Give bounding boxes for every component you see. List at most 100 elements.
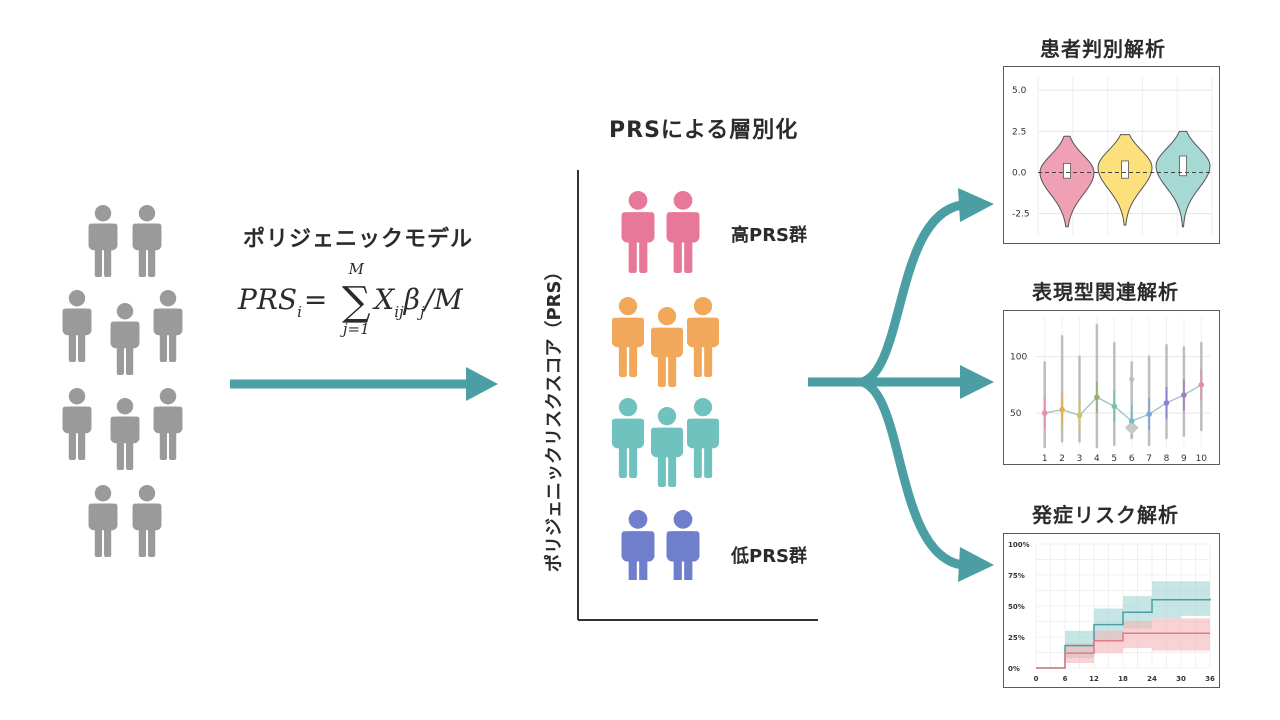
violin-shape xyxy=(1155,130,1211,228)
population-person-icon xyxy=(132,205,162,277)
x-tick-label: 6 xyxy=(1129,454,1135,463)
y-tick-label: 100% xyxy=(1008,541,1030,549)
model-arrow-head xyxy=(466,367,498,401)
population-person-icon xyxy=(62,290,92,362)
x-tick-label: 12 xyxy=(1089,675,1099,683)
x-tick-label: 24 xyxy=(1147,675,1157,683)
high-prs-label: 高PRS群 xyxy=(731,225,808,246)
population-person-icon xyxy=(88,205,118,277)
x-tick-label: 1 xyxy=(1042,454,1048,463)
mean-point xyxy=(1146,411,1152,418)
formula-sum-top: M xyxy=(348,260,364,278)
y-tick-label: 5.0 xyxy=(1012,86,1027,96)
risk-step-line xyxy=(1036,598,1211,669)
branch-arrow-middle-head xyxy=(960,365,994,399)
violin-chart: 5.0 2.5 0.0 -2.5 xyxy=(1012,77,1213,235)
outlier-point xyxy=(1129,376,1135,382)
y-tick-label: 0% xyxy=(1008,665,1020,673)
mean-point xyxy=(1111,403,1118,410)
x-tick-label: 7 xyxy=(1146,454,1152,463)
low-prs-person-icon xyxy=(666,510,700,580)
violin-box xyxy=(1121,160,1129,179)
outlier-point xyxy=(1124,421,1139,435)
x-tick-label: 36 xyxy=(1205,675,1215,683)
population-group xyxy=(62,205,183,557)
population-person-icon xyxy=(132,485,162,557)
mean-point xyxy=(1041,410,1048,416)
branch-arrow-top xyxy=(860,200,964,387)
formula-sum: M ∑ j=1 xyxy=(338,260,374,338)
low-prs-person-icon xyxy=(621,510,655,580)
risk-step-line xyxy=(1036,632,1210,669)
stratified-groups xyxy=(612,191,719,580)
y-tick-label: 2.5 xyxy=(1012,127,1026,137)
violin-shape xyxy=(1039,135,1095,228)
x-tick-label: 8 xyxy=(1164,454,1170,463)
x-tick-label: 4 xyxy=(1094,454,1100,463)
violin-box xyxy=(1063,163,1071,179)
phenotype-analysis-panel: 100 50 1 2 3 4 5 6 7 8 9 10 xyxy=(1003,310,1220,465)
x-tick-label: 30 xyxy=(1176,675,1186,683)
violin-shape xyxy=(1097,134,1153,226)
x-tick-label: 6 xyxy=(1063,675,1068,683)
formula-beta: β xyxy=(403,283,420,316)
high-prs-person-icon xyxy=(621,191,655,273)
mid-high-person-icon xyxy=(612,297,644,377)
patient-analysis-title: 患者判別解析 xyxy=(1040,37,1166,61)
x-tick-label: 5 xyxy=(1111,454,1117,463)
formula-lhs: PRS xyxy=(238,283,298,316)
mean-line xyxy=(1044,384,1202,422)
mean-point xyxy=(1076,412,1083,419)
mean-point xyxy=(1128,418,1135,424)
x-tick-label: 10 xyxy=(1196,454,1208,463)
x-tick-label: 3 xyxy=(1077,454,1083,463)
population-person-icon xyxy=(110,398,140,470)
branch-arrow-top-head xyxy=(958,188,994,222)
mean-point xyxy=(1198,382,1205,388)
prs-axis-label: ポリジェニックリスクスコア（PRS） xyxy=(544,262,565,572)
population-person-icon xyxy=(88,485,118,557)
high-prs-person-icon xyxy=(666,191,700,273)
formula-lhs-sub: i xyxy=(297,303,302,321)
population-person-icon xyxy=(153,388,183,460)
formula-eq: = xyxy=(303,283,328,316)
prs-formula: PRSi= M ∑ j=1 Xijβj/M xyxy=(238,260,463,338)
polygenic-model-title: ポリジェニックモデル xyxy=(243,227,474,252)
x-tick-label: 9 xyxy=(1181,454,1187,463)
formula-beta-sub: j xyxy=(419,303,425,321)
mean-point xyxy=(1181,392,1187,398)
formula-sum-bottom: j=1 xyxy=(342,320,370,338)
population-person-icon xyxy=(62,388,92,460)
mean-point xyxy=(1163,400,1170,406)
violin-box xyxy=(1179,155,1187,177)
x-tick-label: 0 xyxy=(1034,675,1039,683)
mid-low-person-icon xyxy=(687,398,719,478)
y-tick-label: 75% xyxy=(1008,572,1025,580)
population-person-icon xyxy=(153,290,183,362)
phenotype-analysis-title: 表現型関連解析 xyxy=(1032,280,1179,304)
stratification-title: PRSによる層別化 xyxy=(609,118,799,143)
mid-low-person-icon xyxy=(612,398,644,478)
confidence-band xyxy=(1036,618,1210,668)
y-tick-label: 50 xyxy=(1010,409,1022,419)
y-tick-label: 0.0 xyxy=(1012,168,1027,178)
mean-point xyxy=(1094,394,1100,401)
branch-arrow-bottom xyxy=(860,377,964,570)
phenotype-chart: 100 50 1 2 3 4 5 6 7 8 9 10 xyxy=(1010,317,1210,464)
formula-term: X xyxy=(374,283,395,316)
mid-high-person-icon xyxy=(651,307,683,387)
mid-low-person-icon xyxy=(651,407,683,487)
formula-tail: /M xyxy=(424,283,463,316)
y-tick-label: 25% xyxy=(1008,634,1025,642)
formula-term-sub: ij xyxy=(394,303,404,321)
population-person-icon xyxy=(110,303,140,375)
low-prs-label: 低PRS群 xyxy=(731,546,808,567)
x-tick-label: 18 xyxy=(1118,675,1128,683)
y-tick-label: 100 xyxy=(1010,353,1027,363)
patient-analysis-panel: 5.0 2.5 0.0 -2.5 xyxy=(1003,66,1220,244)
x-tick-label: 2 xyxy=(1059,454,1065,463)
y-tick-label: -2.5 xyxy=(1012,210,1030,220)
